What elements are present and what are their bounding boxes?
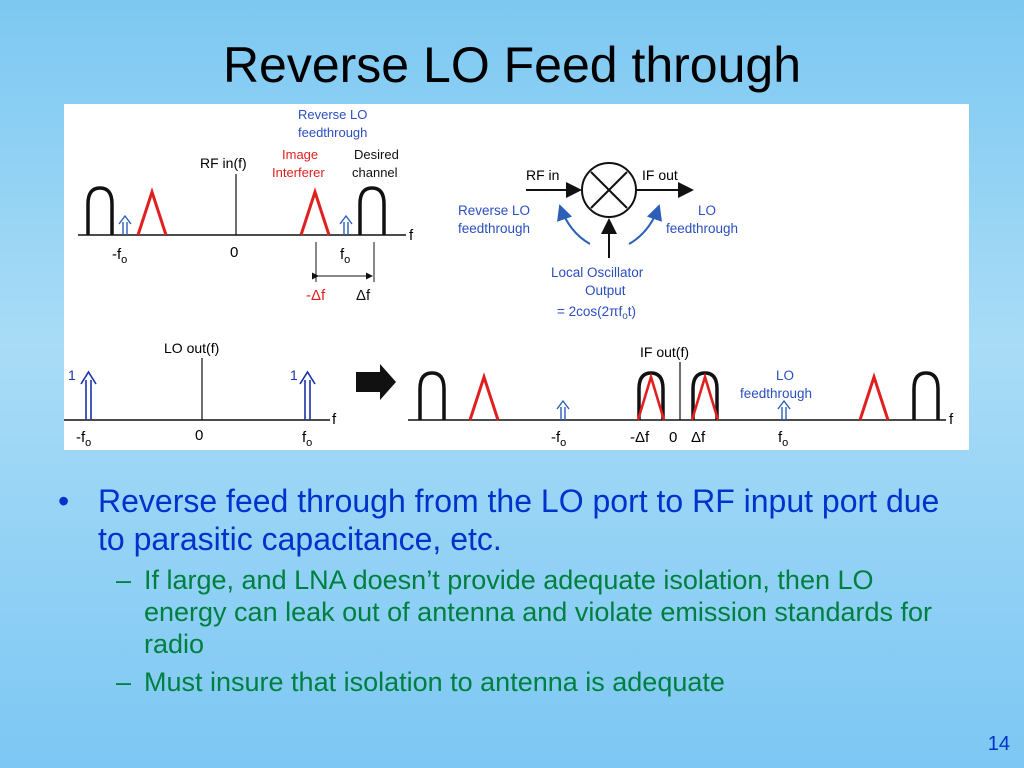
if-lo-label-2: feedthrough — [740, 386, 812, 401]
if-tick-pos-fo: fo — [778, 429, 788, 449]
if-axis-var: f — [949, 411, 954, 428]
if-lo-label-1: LO — [776, 368, 794, 383]
if-tick-neg-df: -Δf — [630, 429, 650, 446]
block-arrow — [356, 364, 396, 400]
if-image-pos — [690, 372, 720, 421]
lo-axis-var: f — [332, 411, 337, 428]
spectrum-diagram: f RF in(f) -fo 0 fo -Δf Δf Reverse LO fe… — [64, 107, 954, 449]
bullet-list: • Reverse feed through from the LO port … — [58, 482, 958, 698]
page-number: 14 — [987, 733, 1010, 755]
rf-label-reverse-lo-1: Reverse LO — [298, 107, 367, 122]
slide-title: Reverse LO Feed through — [222, 37, 802, 93]
sub-bullet-dash: – — [116, 565, 132, 595]
rf-tick-pos: fo — [340, 246, 350, 266]
lo-tick-pos: fo — [302, 429, 312, 449]
lo-amp-right: 1 — [290, 367, 298, 383]
rf-label-reverse-lo-2: feedthrough — [298, 125, 367, 140]
rf-label-image-2: Interferer — [272, 165, 325, 180]
if-image-neg — [636, 372, 666, 421]
rf-tick-zero: 0 — [230, 244, 238, 261]
if-tick-pos-df: Δf — [691, 429, 706, 446]
mixer-reverse-lo-1: Reverse LO — [458, 203, 530, 218]
sub-bullet: – If large, and LNA doesn’t provide adeq… — [58, 564, 958, 660]
if-desired-far-neg — [418, 371, 446, 420]
rf-image-pos — [299, 187, 331, 236]
bullet-main: • Reverse feed through from the LO port … — [58, 482, 958, 558]
if-lo-feed-arrows — [556, 399, 791, 420]
lo-tick-neg: -fo — [76, 429, 91, 449]
if-image-far-pos — [858, 372, 890, 421]
mixer-osc-1: Local Oscillator — [551, 265, 644, 280]
bullet-main-text: Reverse feed through from the LO port to… — [98, 483, 940, 557]
rf-label-desired-2: channel — [352, 165, 398, 180]
sub-bullet-text: If large, and LNA doesn’t provide adequa… — [144, 565, 932, 659]
rf-axis-var: f — [409, 227, 414, 244]
rf-tick-neg: -fo — [112, 246, 127, 266]
bullet-dot: • — [58, 483, 70, 519]
lo-impulses — [80, 370, 316, 420]
mixer-if-out: IF out — [642, 167, 678, 183]
spectrum-figure: f RF in(f) -fo 0 fo -Δf Δf Reverse LO fe… — [64, 104, 969, 450]
mixer-osc-formula: = 2cos(2πfot) — [557, 304, 636, 322]
rf-desired-neg — [86, 186, 114, 235]
mixer-reverse-lo-2: feedthrough — [458, 221, 530, 236]
mixer-osc-2: Output — [585, 283, 626, 298]
rf-image-neg — [136, 187, 168, 236]
lo-amp-left: 1 — [68, 367, 76, 383]
sub-bullet: – Must insure that isolation to antenna … — [58, 666, 958, 698]
lo-axis-title: LO out(f) — [164, 340, 219, 356]
mixer-rf-in: RF in — [526, 167, 559, 183]
if-tick-zero: 0 — [669, 429, 677, 446]
if-desired-far-pos — [912, 371, 940, 420]
rf-label-desired-1: Desired — [354, 147, 399, 162]
if-spectrum: f IF out(f) LO feedthrough -fo -Δf 0 Δf … — [408, 344, 954, 449]
mixer-lo-feed-2: feedthrough — [666, 221, 738, 236]
if-tick-neg-fo: -fo — [551, 429, 566, 449]
rf-delta-neg: -Δf — [306, 287, 326, 304]
lo-spectrum: f LO out(f) 1 1 -fo 0 fo — [64, 340, 337, 449]
if-image-far-neg — [468, 372, 500, 421]
mixer-lo-feed-curve — [628, 204, 662, 245]
rf-spectrum: f RF in(f) -fo 0 fo -Δf Δf Reverse LO fe… — [78, 107, 414, 304]
mixer-block: RF in IF out Reverse LO feedthrough LO f… — [458, 162, 738, 322]
sub-bullet-dash: – — [116, 667, 132, 697]
sub-bullet-text: Must insure that isolation to antenna is… — [144, 667, 725, 697]
rf-desired-pos — [358, 186, 386, 235]
rf-delta-pos: Δf — [356, 287, 371, 304]
rf-axis-title: RF in(f) — [200, 155, 247, 171]
lo-tick-zero: 0 — [195, 427, 203, 444]
if-axis-title: IF out(f) — [640, 344, 689, 360]
rf-reverse-lo-arrows — [118, 214, 353, 235]
mixer-reverse-lo-curve — [557, 204, 591, 245]
mixer-lo-feed-1: LO — [698, 203, 716, 218]
rf-label-image-1: Image — [282, 147, 318, 162]
